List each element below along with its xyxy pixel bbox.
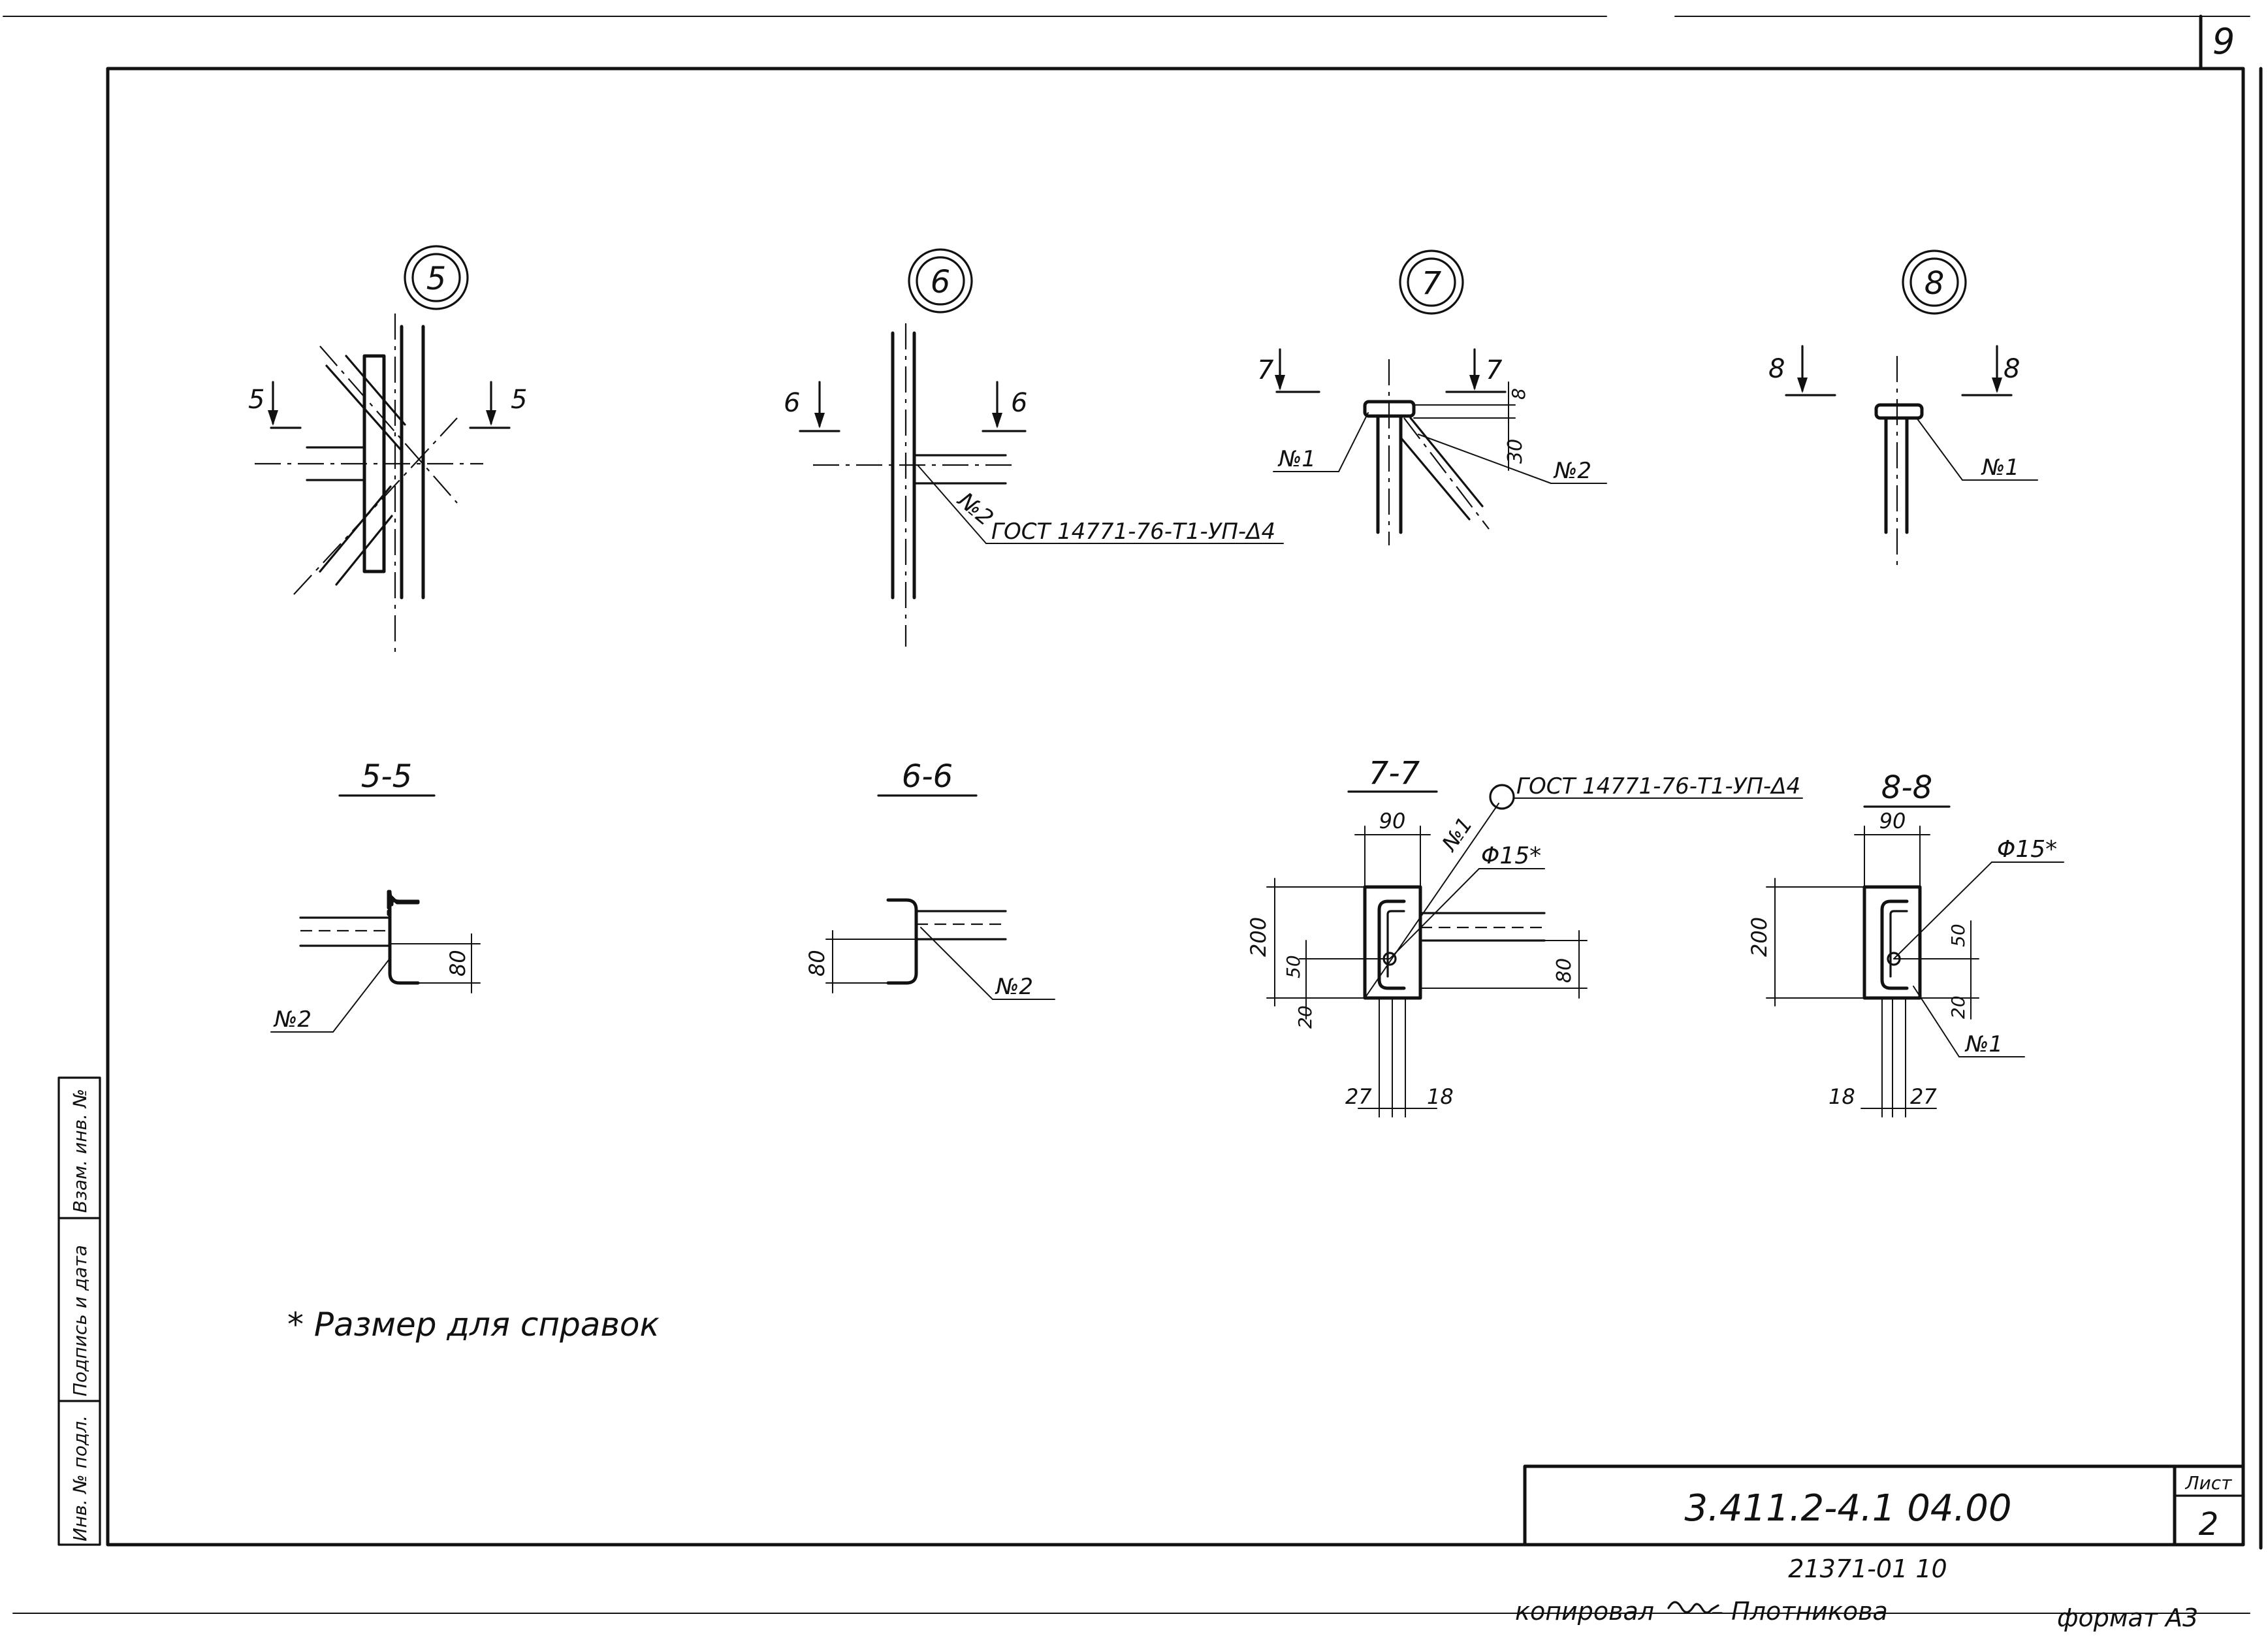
- copied-by-label: копировал: [1515, 1597, 1654, 1626]
- detail-7-pos2: №2: [1553, 458, 1591, 484]
- section-7-7: 7-7 90 200 50 20 80 27: [1246, 755, 1803, 1118]
- section-8-8-dim-h20: 20: [1947, 995, 1969, 1019]
- section-8-8-hole: Φ15*: [1997, 836, 2057, 863]
- archive-number: 21371-01 10: [1788, 1554, 1947, 1583]
- detail-8-cut-right: 8: [2004, 354, 2020, 384]
- section-7-7-dim-h20: 20: [1294, 1005, 1316, 1029]
- detail-6-cut-right: 6: [1011, 388, 1027, 418]
- detail-7-marker: 7: [1422, 265, 1442, 302]
- section-6-6-pos: №2: [995, 974, 1033, 1000]
- detail-5: 5 5 5: [248, 245, 527, 653]
- detail-8-marker: 8: [1925, 265, 1945, 302]
- drawing-designation: 3.411.2-4.1 04.00: [1684, 1487, 2011, 1530]
- detail-6-weld-note: ГОСТ 14771-76-Т1-УП-Δ4: [991, 519, 1275, 545]
- detail-5-cut-right: 5: [511, 385, 527, 415]
- detail-7-cut-left: 7: [1257, 355, 1274, 385]
- section-5-5-dim: 80: [445, 950, 470, 976]
- section-8-8-pos: №1: [1964, 1031, 2003, 1057]
- section-8-8-dim-b18: 18: [1829, 1084, 1855, 1109]
- section-8-8-dim-b27: 27: [1910, 1084, 1937, 1109]
- detail-8-pos1: №1: [1981, 455, 2019, 481]
- detail-6: 6 6 6 №2 ГОСТ 14771-76-Т1-УП-Δ4: [784, 248, 1284, 647]
- sheet-label: Лист: [2185, 1472, 2233, 1494]
- stamp-cell-inventory: Инв. № подл.: [69, 1415, 91, 1541]
- detail-6-cut-left: 6: [784, 388, 800, 418]
- section-8-8-dim-h50: 50: [1947, 924, 1969, 947]
- section-7-7-dim-b27: 27: [1345, 1084, 1372, 1109]
- sheet-number: 2: [2199, 1506, 2219, 1543]
- section-7-7-dim-h80: 80: [1553, 958, 1576, 983]
- section-6-6-title: 6-6: [902, 758, 953, 795]
- corner-sheet-number: 9: [2212, 21, 2235, 62]
- detail-7-cut-right: 7: [1486, 355, 1503, 385]
- section-8-8-dim-width: 90: [1879, 809, 1906, 833]
- section-7-7-dim-b18: 18: [1427, 1084, 1454, 1109]
- title-block: [1523, 1464, 2245, 1547]
- section-8-8-dim-height: 200: [1747, 917, 1772, 957]
- section-7-7-dim-height: 200: [1246, 917, 1271, 957]
- section-7-7-hole: Φ15*: [1481, 843, 1541, 869]
- stamp-cell-replaced: Взам. инв. №: [69, 1089, 91, 1213]
- section-8-8: 8-8 90 200 50 20 18 27 Φ15*: [1747, 769, 2064, 1118]
- detail-5-marker: 5: [426, 261, 447, 297]
- detail-8-cut-left: 8: [1768, 354, 1785, 384]
- section-5-5-pos: №2: [273, 1006, 311, 1033]
- section-6-6: 6-6 80 №2: [805, 758, 1055, 1000]
- section-7-7-pos: №1: [1436, 813, 1477, 856]
- detail-8: 8 8 8 №1: [1768, 250, 2038, 568]
- section-7-7-title: 7-7: [1369, 755, 1420, 792]
- stamp-cell-signature: Подпись и дата: [69, 1245, 91, 1396]
- format-label: формат А3: [2057, 1603, 2198, 1632]
- section-7-7-dim-h50: 50: [1283, 955, 1304, 978]
- left-stamp: Взам. инв. № Подпись и дата Инв. № подл.: [57, 1076, 101, 1546]
- frame: [3, 14, 2263, 1614]
- detail-5-cut-left: 5: [248, 385, 264, 415]
- section-7-7-dim-width: 90: [1379, 809, 1406, 833]
- section-8-8-title: 8-8: [1881, 769, 1932, 806]
- section-5-5: 5-5 80 №2: [270, 758, 481, 1033]
- copier-name: – Плотникова: [1711, 1597, 1888, 1626]
- section-5-5-title: 5-5: [361, 758, 412, 795]
- section-6-6-dim: 80: [805, 950, 829, 976]
- copier-signature: [1667, 1601, 1719, 1614]
- detail-7-dim-offset: 30: [1504, 439, 1527, 464]
- detail-6-marker: 6: [931, 264, 951, 300]
- section-7-7-weld-note: ГОСТ 14771-76-Т1-УП-Δ4: [1516, 773, 1800, 799]
- detail-7-pos1: №1: [1277, 446, 1316, 472]
- reference-note: * Размер для справок: [287, 1306, 660, 1344]
- detail-7: 7 7 7 8 30 №1 №2: [1257, 250, 1607, 545]
- detail-7-dim-small: 8: [1508, 388, 1529, 400]
